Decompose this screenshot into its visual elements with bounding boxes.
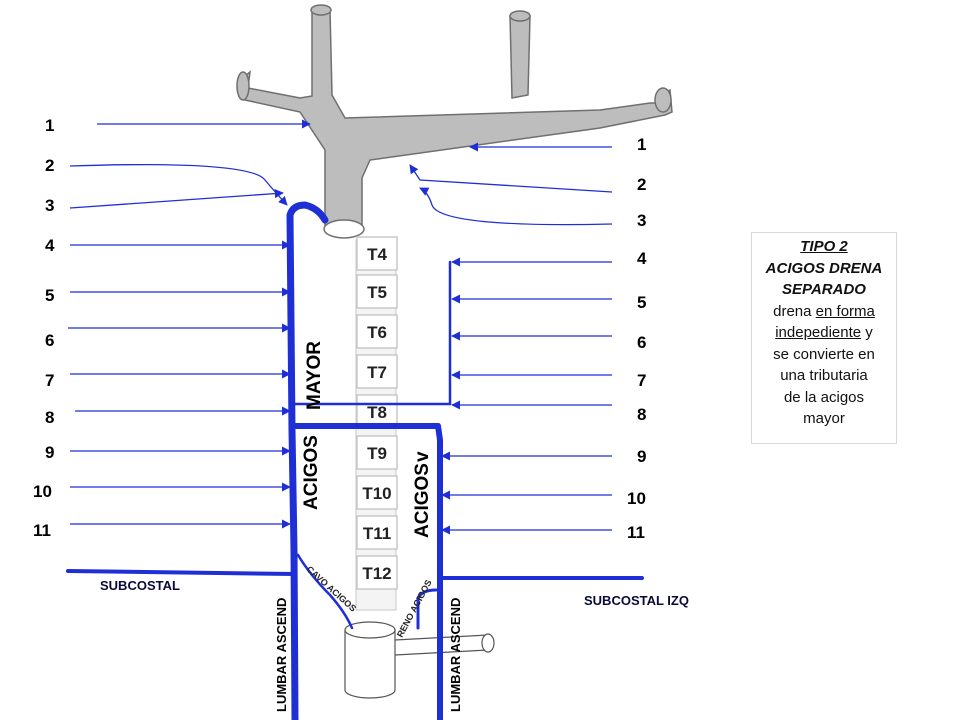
note-line1: ACIGOS DRENA <box>765 259 883 277</box>
reno-azygos-vein <box>416 588 438 630</box>
left-number: 3 <box>45 196 54 215</box>
left-arrows <box>68 119 311 529</box>
subcostal-izq-label: SUBCOSTAL IZQ <box>584 593 689 608</box>
right-number: 2 <box>637 175 646 194</box>
vertebra-box <box>356 354 398 389</box>
right-number: 7 <box>637 371 646 390</box>
note-line4: indepediente y <box>775 324 873 341</box>
right-number: 10 <box>627 489 646 508</box>
vertebra-label: T12 <box>362 564 391 583</box>
right-number: 6 <box>637 333 646 352</box>
vertebra-box <box>356 475 398 510</box>
vertebra-box <box>356 236 398 271</box>
vertebra-label: T7 <box>367 363 387 382</box>
right-arrows <box>409 142 613 535</box>
right-number: 9 <box>637 447 646 466</box>
vertebra-box <box>356 515 398 550</box>
mayor-label: MAYOR <box>304 341 325 410</box>
left-number: 6 <box>45 331 54 350</box>
vertebra-label: T4 <box>367 245 387 264</box>
cavo-azygos-vein <box>296 553 354 630</box>
left-number: 9 <box>45 443 54 462</box>
azygos-system <box>66 201 644 720</box>
note-line5: se convierte en <box>773 345 875 363</box>
right-number: 3 <box>637 211 646 230</box>
vertebra-box <box>356 435 398 470</box>
subcostal-vein-left <box>66 569 296 576</box>
vertebra-label: T9 <box>367 444 387 463</box>
note-line3: drena en forma <box>773 302 875 320</box>
vertebra-label: T8 <box>367 403 387 422</box>
vertebra-label: T10 <box>362 484 391 503</box>
vertebra-box <box>356 274 398 309</box>
note-line8: mayor <box>803 410 845 427</box>
acigos-label: ACIGOS <box>301 435 322 510</box>
vertebra-box <box>356 314 398 349</box>
superior-vena-cava-tree <box>236 4 673 239</box>
acigos-menor-suffix: v <box>412 451 433 462</box>
inferior-vena-cava <box>344 621 495 699</box>
left-number: 8 <box>45 408 54 427</box>
lumbar-ascend-right-label: LUMBAR ASCEND <box>448 598 463 712</box>
right-arrow <box>409 164 613 193</box>
left-number: 11 <box>33 521 51 540</box>
left-number: 10 <box>33 482 52 501</box>
vertebra-label: T6 <box>367 323 387 342</box>
right-arrow <box>419 187 613 226</box>
vertebra-label: T11 <box>363 524 391 543</box>
left-number: 1 <box>45 116 54 135</box>
right-number: 11 <box>627 523 645 542</box>
left-number: 5 <box>45 286 54 305</box>
note-line2: SEPARADO <box>782 281 866 298</box>
vertebra-label: T5 <box>367 283 387 302</box>
left-number: 7 <box>45 371 54 390</box>
right-number: 5 <box>637 293 646 312</box>
note-line6: una tributaria <box>780 367 868 384</box>
right-number: 8 <box>637 405 646 424</box>
acigos-menor-label: ACIGOS <box>412 463 433 538</box>
vertebra-box <box>356 555 398 590</box>
subcostal-label: SUBCOSTAL <box>100 578 180 593</box>
left-arrow <box>69 189 284 209</box>
note-title: TIPO 2 <box>800 238 848 255</box>
left-number: 4 <box>45 236 55 255</box>
left-number: 2 <box>45 156 54 175</box>
type-2-note: TIPO 2 ACIGOS DRENA SEPARADO drena en fo… <box>751 232 897 444</box>
vertebra-box <box>356 394 398 429</box>
lumbar-ascend-left-label: LUMBAR ASCEND <box>274 598 289 712</box>
azygos-major-vein <box>286 201 329 720</box>
note-line7: de la acigos <box>783 388 865 406</box>
right-number: 4 <box>637 249 647 268</box>
right-number: 1 <box>637 135 646 154</box>
